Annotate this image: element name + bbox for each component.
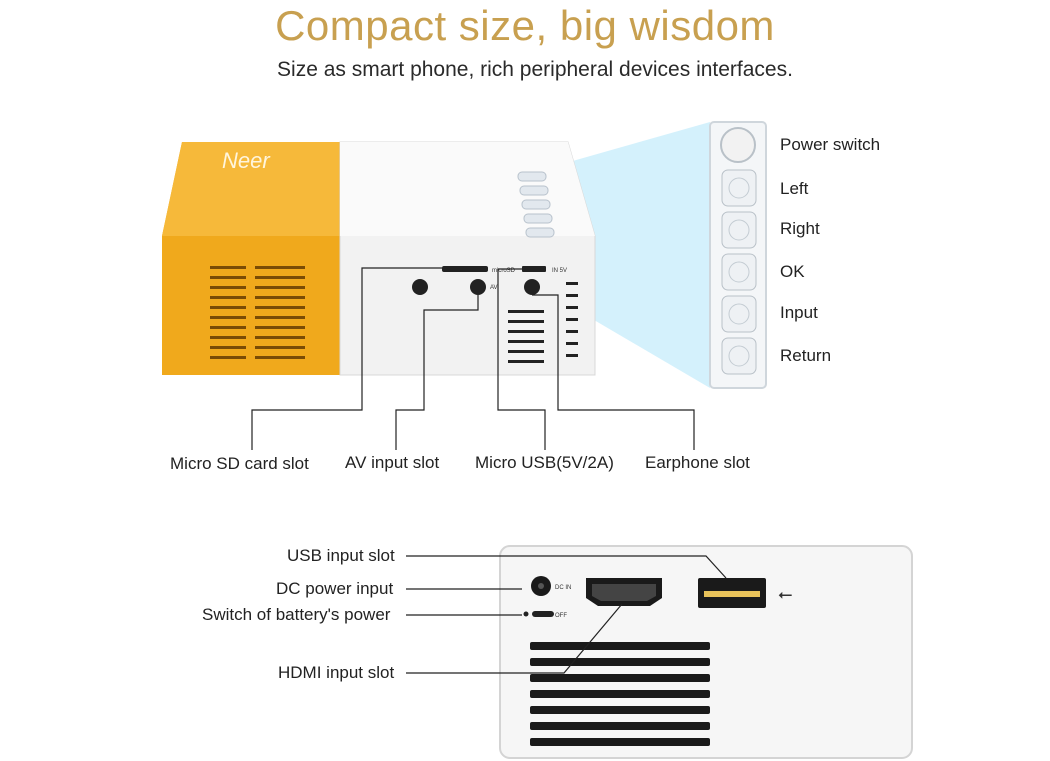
- input-icon: [728, 303, 750, 325]
- label-usb-input-slot: USB input slot: [287, 546, 395, 565]
- label-input: Input: [780, 303, 818, 322]
- battery-switch: [532, 611, 554, 617]
- svg-text:IN 5V: IN 5V: [552, 268, 567, 274]
- panel-buttons: [720, 127, 757, 375]
- label-earphone-slot: Earphone slot: [645, 453, 750, 472]
- page-subtitle: Size as smart phone, rich peripheral dev…: [277, 58, 793, 81]
- label-power-switch: Power switch: [780, 135, 881, 154]
- label-return: Return: [780, 346, 832, 365]
- brand-logo: Neer: [222, 148, 271, 173]
- svg-text:OFF: OFF: [555, 613, 567, 619]
- side-leader-lines: [251, 267, 695, 450]
- white-side-vents: [508, 282, 578, 363]
- svg-text:microSD: microSD: [492, 268, 516, 274]
- label-ok: OK: [780, 262, 805, 281]
- orange-side-vents: [210, 266, 305, 359]
- label-right: Right: [780, 219, 820, 238]
- power-icon: [720, 127, 756, 163]
- back-vents: [530, 642, 710, 746]
- label-battery-switch: Switch of battery's power: [202, 605, 391, 624]
- label-micro-sd-slot: Micro SD card slot: [170, 454, 309, 473]
- return-icon: [728, 345, 750, 367]
- usb-symbol-icon: ⭠: [778, 584, 792, 605]
- microusb-port: [522, 266, 546, 272]
- sd-button: [412, 279, 428, 295]
- label-left: Left: [780, 179, 809, 198]
- left-arrow-icon: [728, 177, 750, 199]
- ok-icon: [728, 261, 750, 283]
- label-micro-usb: Micro USB(5V/2A): [475, 453, 614, 472]
- page-title: Compact size, big wisdom: [275, 2, 775, 49]
- top-button-strip: [517, 171, 555, 238]
- earphone-port: [524, 279, 540, 295]
- label-dc-power-input: DC power input: [276, 579, 394, 598]
- microsd-slot: [442, 266, 488, 272]
- right-arrow-icon: [728, 219, 750, 241]
- light-beam: [548, 122, 710, 388]
- av-port: [470, 279, 486, 295]
- label-hdmi-input-slot: HDMI input slot: [278, 663, 395, 682]
- back-leader-lines: [406, 555, 727, 674]
- label-av-input-slot: AV input slot: [345, 453, 440, 472]
- svg-text:AV: AV: [490, 285, 498, 291]
- svg-text:DC IN: DC IN: [555, 585, 571, 591]
